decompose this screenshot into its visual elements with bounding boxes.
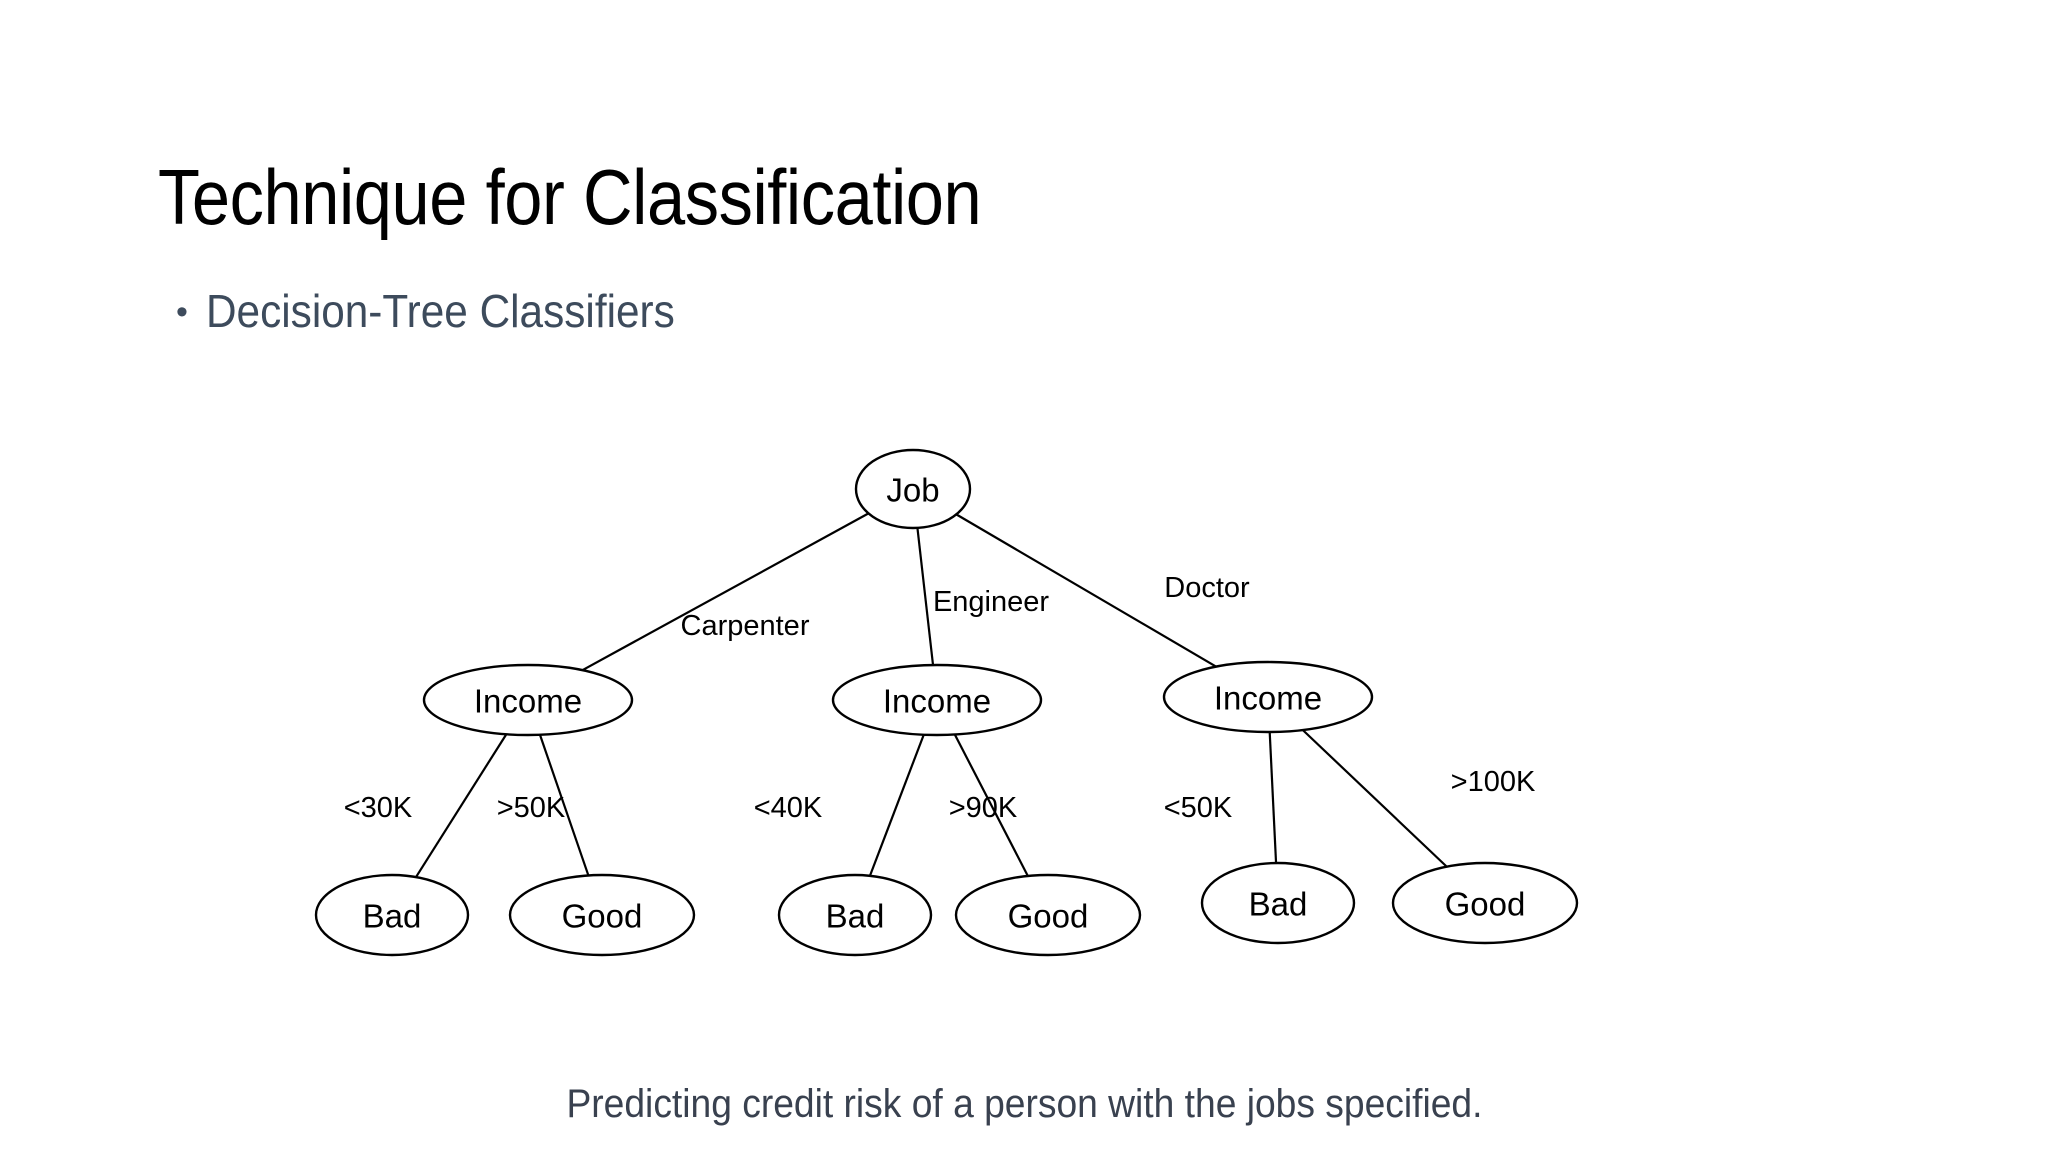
tree-edge xyxy=(538,734,590,876)
tree-edge-label: Engineer xyxy=(933,586,1049,618)
tree-node-shape xyxy=(422,663,634,737)
tree-edge-label: <30K xyxy=(344,792,413,824)
tree-node-leaf_d_bad: Bad xyxy=(1200,861,1356,945)
tree-edge-label: >50K xyxy=(497,792,566,824)
tree-node-shape xyxy=(1200,861,1356,945)
tree-edge-label: Doctor xyxy=(1164,572,1250,604)
tree-node-shape xyxy=(1391,861,1579,945)
tree-node-shape xyxy=(314,873,470,957)
tree-edge xyxy=(415,733,508,878)
tree-node-shape xyxy=(854,448,972,530)
tree-node-income_c: Income xyxy=(422,663,634,737)
tree-edge-label: >90K xyxy=(949,792,1018,824)
tree-edges-layer xyxy=(415,512,1448,878)
tree-node-shape xyxy=(1162,660,1374,734)
tree-node-shape xyxy=(831,663,1043,737)
tree-edge xyxy=(916,527,935,666)
bullet-list: • Decision-Tree Classifiers xyxy=(176,286,715,337)
tree-node-label: Good xyxy=(1008,898,1089,935)
tree-node-leaf_d_good: Good xyxy=(1391,861,1579,945)
tree-edge xyxy=(953,733,1029,877)
tree-node-label: Bad xyxy=(363,898,422,935)
tree-edge-label: >100K xyxy=(1451,766,1536,798)
tree-edge xyxy=(581,512,870,672)
tree-node-income_d: Income xyxy=(1162,660,1374,734)
tree-edge-labels-layer: Carpenter Engineer Doctor <30K >50K <40K >90K <… xyxy=(344,572,1536,824)
tree-edge xyxy=(1268,731,1278,864)
tree-node-root: Job xyxy=(854,448,972,530)
tree-node-income_e: Income xyxy=(831,663,1043,737)
figure-caption: Predicting credit risk of a person with … xyxy=(0,1082,2048,1127)
bullet-item-label: Decision-Tree Classifiers xyxy=(205,285,675,337)
tree-edge xyxy=(955,513,1217,668)
list-item: • Decision-Tree Classifiers xyxy=(176,286,715,337)
tree-edge-label: <40K xyxy=(754,792,823,824)
tree-node-label: Good xyxy=(1445,886,1526,923)
tree-edge xyxy=(1301,729,1448,868)
tree-node-label: Income xyxy=(474,683,582,720)
tree-node-shape xyxy=(508,873,696,957)
tree-node-leaf_e_bad: Bad xyxy=(777,873,933,957)
tree-node-leaf_e_good: Good xyxy=(954,873,1142,957)
tree-edge-label: <50K xyxy=(1164,792,1233,824)
tree-node-leaf_c_bad: Bad xyxy=(314,873,470,957)
tree-node-leaf_c_good: Good xyxy=(508,873,696,957)
tree-node-label: Good xyxy=(562,898,643,935)
tree-node-label: Income xyxy=(1214,680,1322,717)
tree-node-label: Job xyxy=(886,472,939,509)
bullet-dot-icon: • xyxy=(176,293,188,331)
tree-edge xyxy=(868,734,925,877)
tree-node-label: Bad xyxy=(1249,886,1308,923)
tree-edge-label: Carpenter xyxy=(681,610,810,642)
figure-caption-text: Predicting credit risk of a person with … xyxy=(566,1082,1482,1126)
tree-node-label: Income xyxy=(883,683,991,720)
page-title: Technique for Classification xyxy=(158,153,982,242)
tree-node-label: Bad xyxy=(826,898,885,935)
tree-node-shape xyxy=(954,873,1142,957)
tree-node-shape xyxy=(777,873,933,957)
